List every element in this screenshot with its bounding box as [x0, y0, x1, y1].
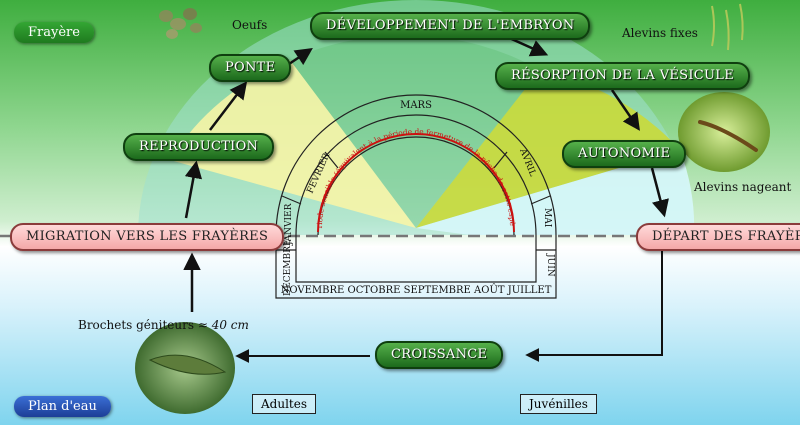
label-alevins-nageant: Alevins nageant [694, 180, 792, 194]
calendar-middle-arch [295, 114, 537, 283]
label-juveniles: Juvénilles [520, 394, 597, 414]
eggs-illustration [159, 8, 202, 39]
stage-resorption: RÉSORPTION DE LA VÉSICULE [495, 62, 750, 90]
calendar-inner-arch [317, 136, 515, 236]
divider-jan-fev [281, 195, 302, 205]
month-mars: MARS [400, 100, 432, 111]
stage-autonomie: AUTONOMIE [562, 140, 687, 168]
stage-ponte: PONTE [209, 54, 292, 82]
label-brochets-size: 40 cm [211, 318, 249, 332]
months-bottom-row: NOVEMBRE OCTOBRE SEPTEMBRE AOÛT JUILLET [281, 284, 552, 296]
stage-developpement: DÉVELOPPEMENT DE L'EMBRYON [310, 12, 591, 40]
arrow-depart-croissance [525, 250, 663, 362]
spring-wedge [416, 70, 680, 228]
label-alevins-fixes: Alevins fixes [622, 26, 698, 40]
mars-wedge [290, 35, 540, 228]
pike-shape [148, 354, 227, 375]
label-brochets-text: Brochets géniteurs ≈ [78, 318, 208, 332]
month-juin: JUIN [545, 253, 555, 277]
fixed-larvae-illustration [711, 3, 744, 51]
larva-shape [698, 120, 758, 152]
month-janvier: JANVIER [284, 203, 294, 246]
stage-reproduction: REPRODUCTION [123, 133, 275, 161]
label-brochets-geniteurs: Brochets géniteurs ≈ 40 cm [78, 318, 249, 332]
zone-label-plan-deau: Plan d'eau [14, 396, 111, 417]
arrow-reproduction-ponte [209, 81, 248, 131]
late-spring-wedge [416, 150, 695, 235]
zone-label-frayere: Frayère [14, 22, 94, 43]
sensitive-period-arc [317, 133, 515, 233]
divider-avril-mai [530, 195, 551, 205]
arrow-autonomie-depart [650, 167, 669, 218]
stage-migration: MIGRATION VERS LES FRAYÈRES [10, 223, 285, 251]
month-mai: MAI [542, 208, 552, 228]
label-oeufs: Oeufs [232, 18, 268, 32]
divider-mars-avril [493, 151, 508, 169]
arrow-resorption-autonomie [610, 89, 640, 131]
stage-depart: DÉPART DES FRAYÈRES [636, 223, 800, 251]
divider-fev-mars [324, 151, 339, 169]
month-decembre: DECEMBRE [283, 240, 293, 296]
calendar-outer-arch [275, 94, 557, 299]
stage-croissance: CROISSANCE [375, 341, 504, 369]
label-adultes: Adultes [252, 394, 316, 414]
arrow-migration-reproduction [184, 160, 203, 219]
